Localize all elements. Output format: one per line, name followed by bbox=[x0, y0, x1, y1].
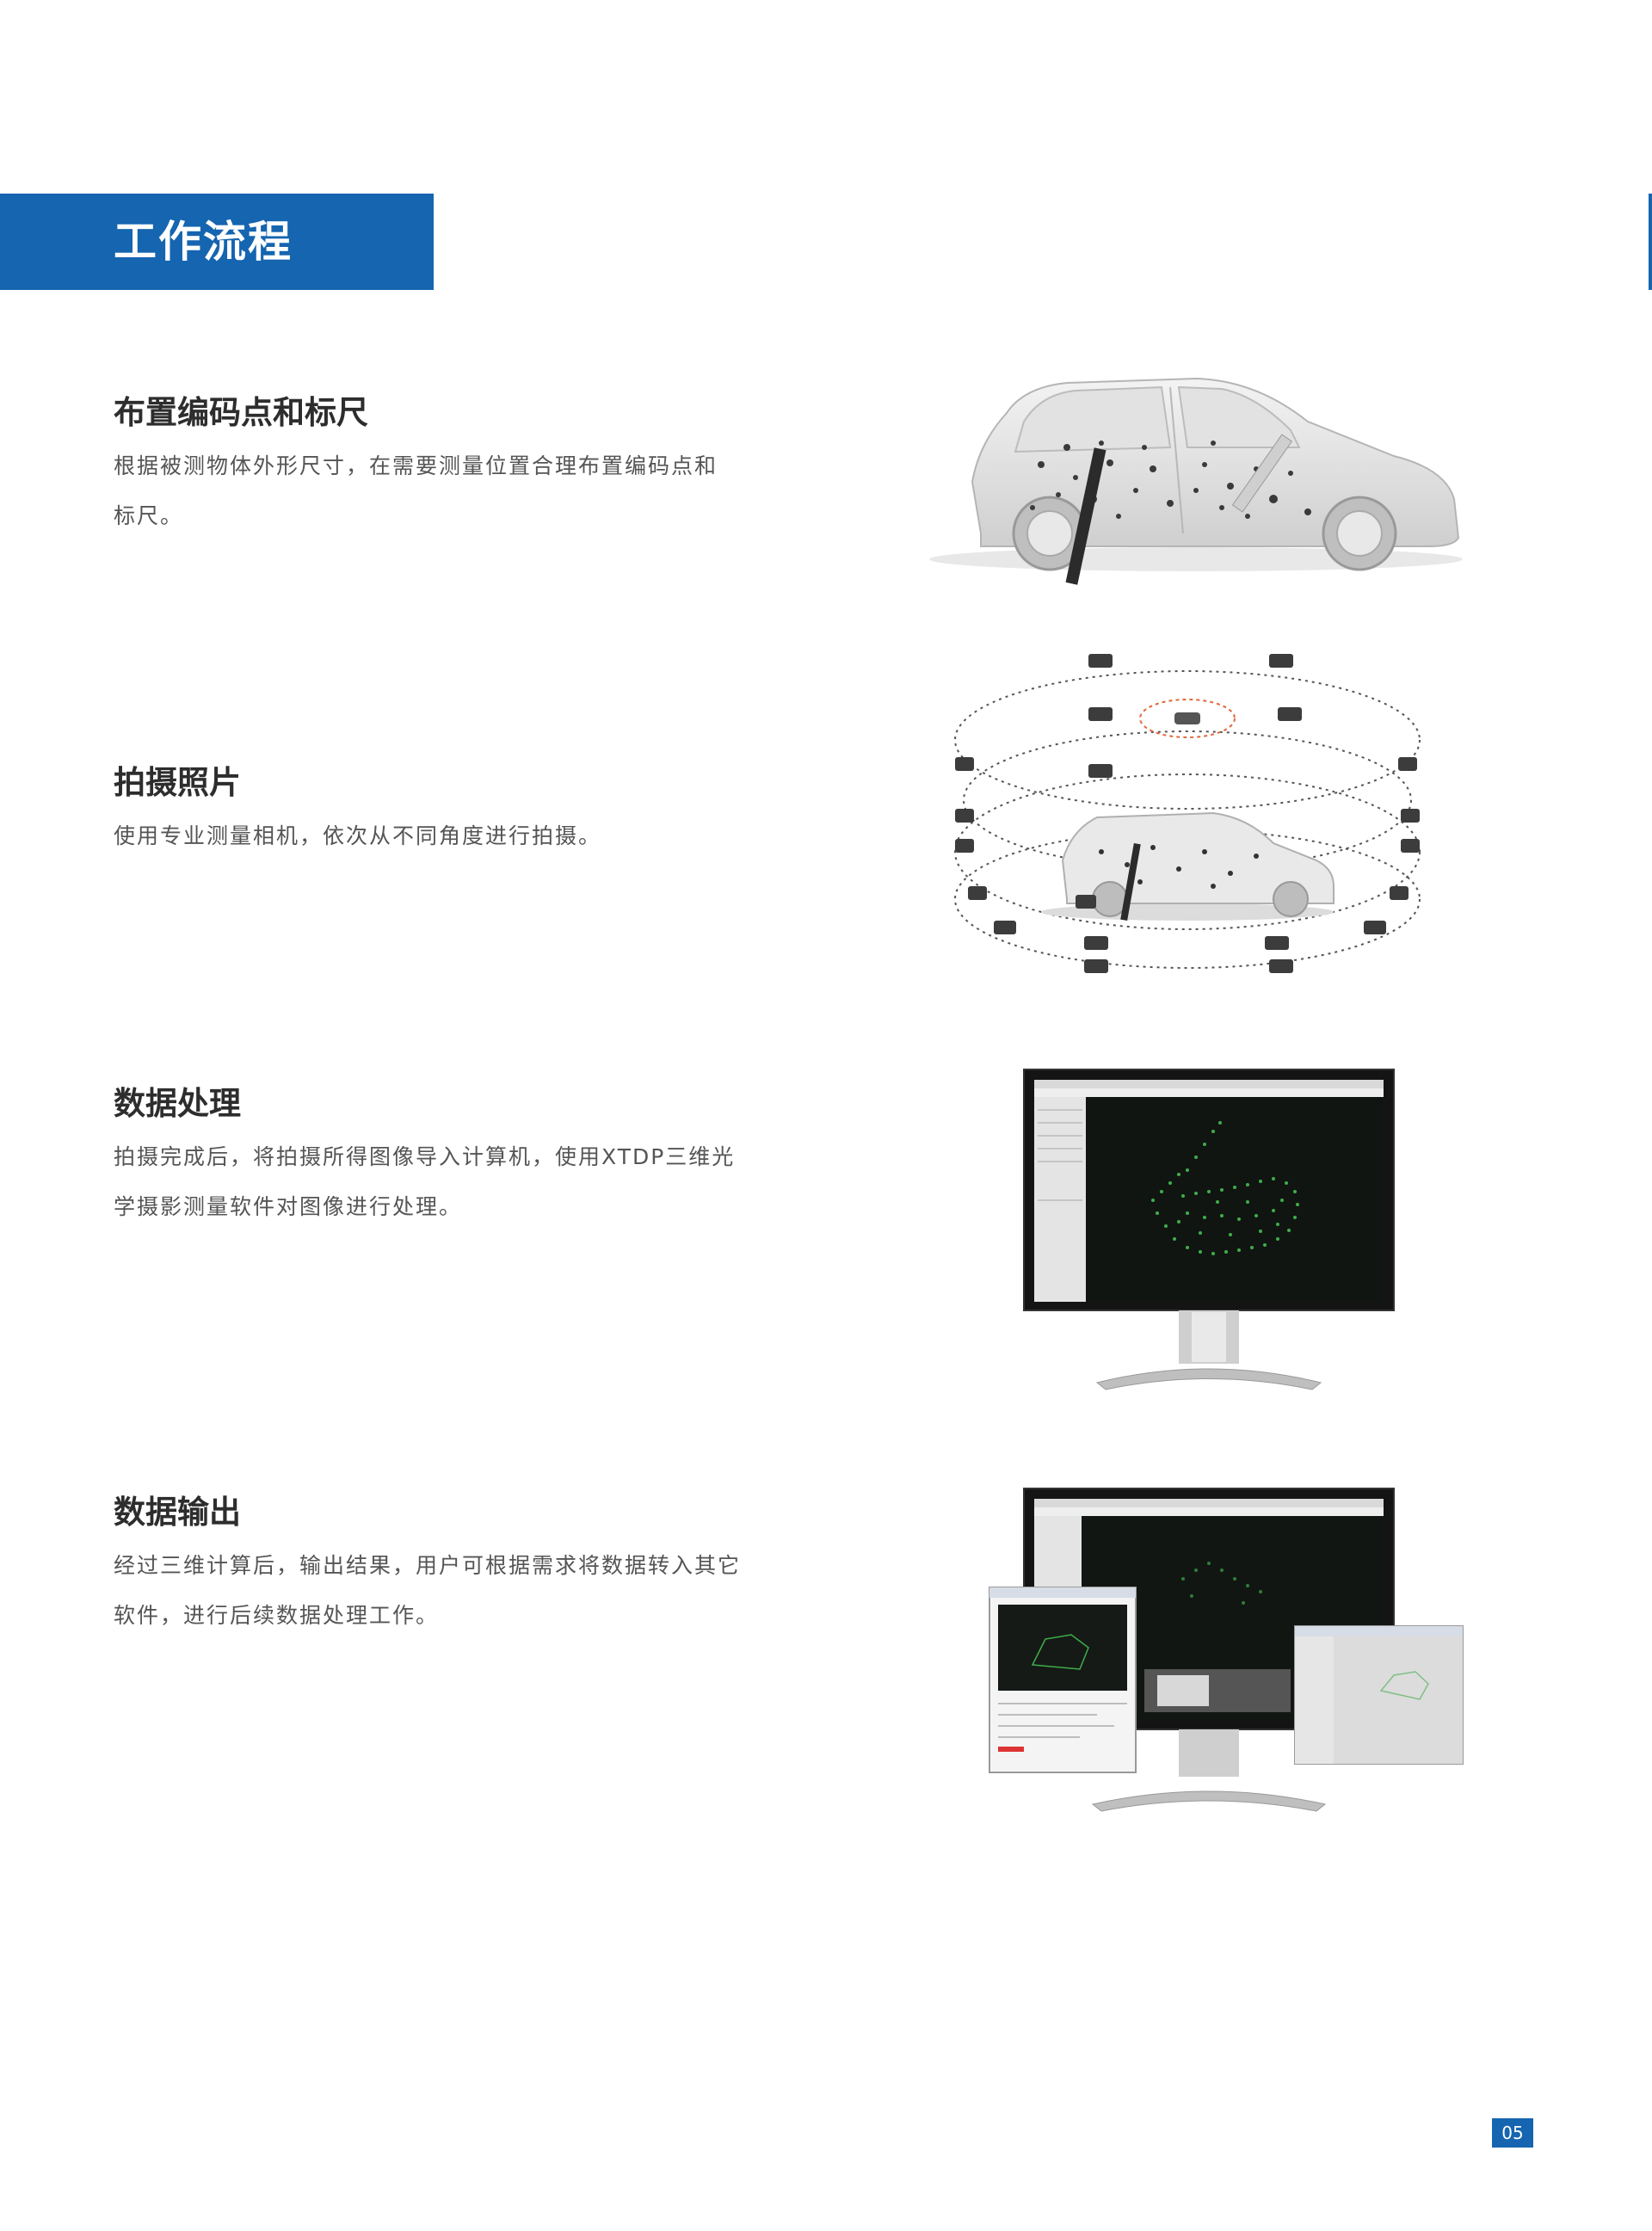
step-title: 数据处理 bbox=[114, 1085, 241, 1122]
step-data-processing: 数据处理 拍摄完成后，将拍摄所得图像导入计算机，使用XTDP三维光 学摄影测量软… bbox=[114, 1082, 785, 1232]
step-title: 数据输出 bbox=[114, 1494, 241, 1531]
data-output-windows-image bbox=[985, 1484, 1467, 1824]
section-header: 工作流程 bbox=[0, 194, 434, 290]
monitor-processing-image bbox=[1015, 1063, 1402, 1402]
step-description: 根据被测物体外形尺寸，在需要测量位置合理布置编码点和 标尺。 bbox=[114, 441, 785, 541]
desc-line: 使用专业测量相机，依次从不同角度进行拍摄。 bbox=[114, 823, 602, 848]
step-description: 使用专业测量相机，依次从不同角度进行拍摄。 bbox=[114, 811, 785, 861]
step-title: 拍摄照片 bbox=[114, 764, 241, 801]
desc-line: 软件，进行后续数据处理工作。 bbox=[114, 1603, 440, 1628]
car-with-markers-image bbox=[912, 361, 1480, 594]
step-title: 布置编码点和标尺 bbox=[114, 394, 368, 431]
step-data-output: 数据输出 经过三维计算后，输出结果，用户可根据需求将数据转入其它 软件，进行后续… bbox=[114, 1491, 785, 1641]
desc-line: 学摄影测量软件对图像进行处理。 bbox=[114, 1194, 463, 1219]
camera-orbit-diagram bbox=[929, 637, 1446, 981]
step-description: 拍摄完成后，将拍摄所得图像导入计算机，使用XTDP三维光 学摄影测量软件对图像进… bbox=[114, 1132, 785, 1232]
step-take-photos: 拍摄照片 使用专业测量相机，依次从不同角度进行拍摄。 bbox=[114, 761, 785, 861]
desc-line: 经过三维计算后，输出结果，用户可根据需求将数据转入其它 bbox=[114, 1553, 742, 1578]
step-description: 经过三维计算后，输出结果，用户可根据需求将数据转入其它 软件，进行后续数据处理工… bbox=[114, 1541, 785, 1641]
desc-line: 拍摄完成后，将拍摄所得图像导入计算机，使用XTDP三维光 bbox=[114, 1144, 736, 1169]
section-title: 工作流程 bbox=[114, 217, 293, 267]
edge-accent-bar bbox=[1649, 194, 1652, 290]
desc-line: 根据被测物体外形尺寸，在需要测量位置合理布置编码点和 bbox=[114, 453, 718, 478]
desc-line: 标尺。 bbox=[114, 503, 184, 528]
step-place-markers: 布置编码点和标尺 根据被测物体外形尺寸，在需要测量位置合理布置编码点和 标尺。 bbox=[114, 391, 785, 541]
page-number: 05 bbox=[1492, 2118, 1533, 2148]
